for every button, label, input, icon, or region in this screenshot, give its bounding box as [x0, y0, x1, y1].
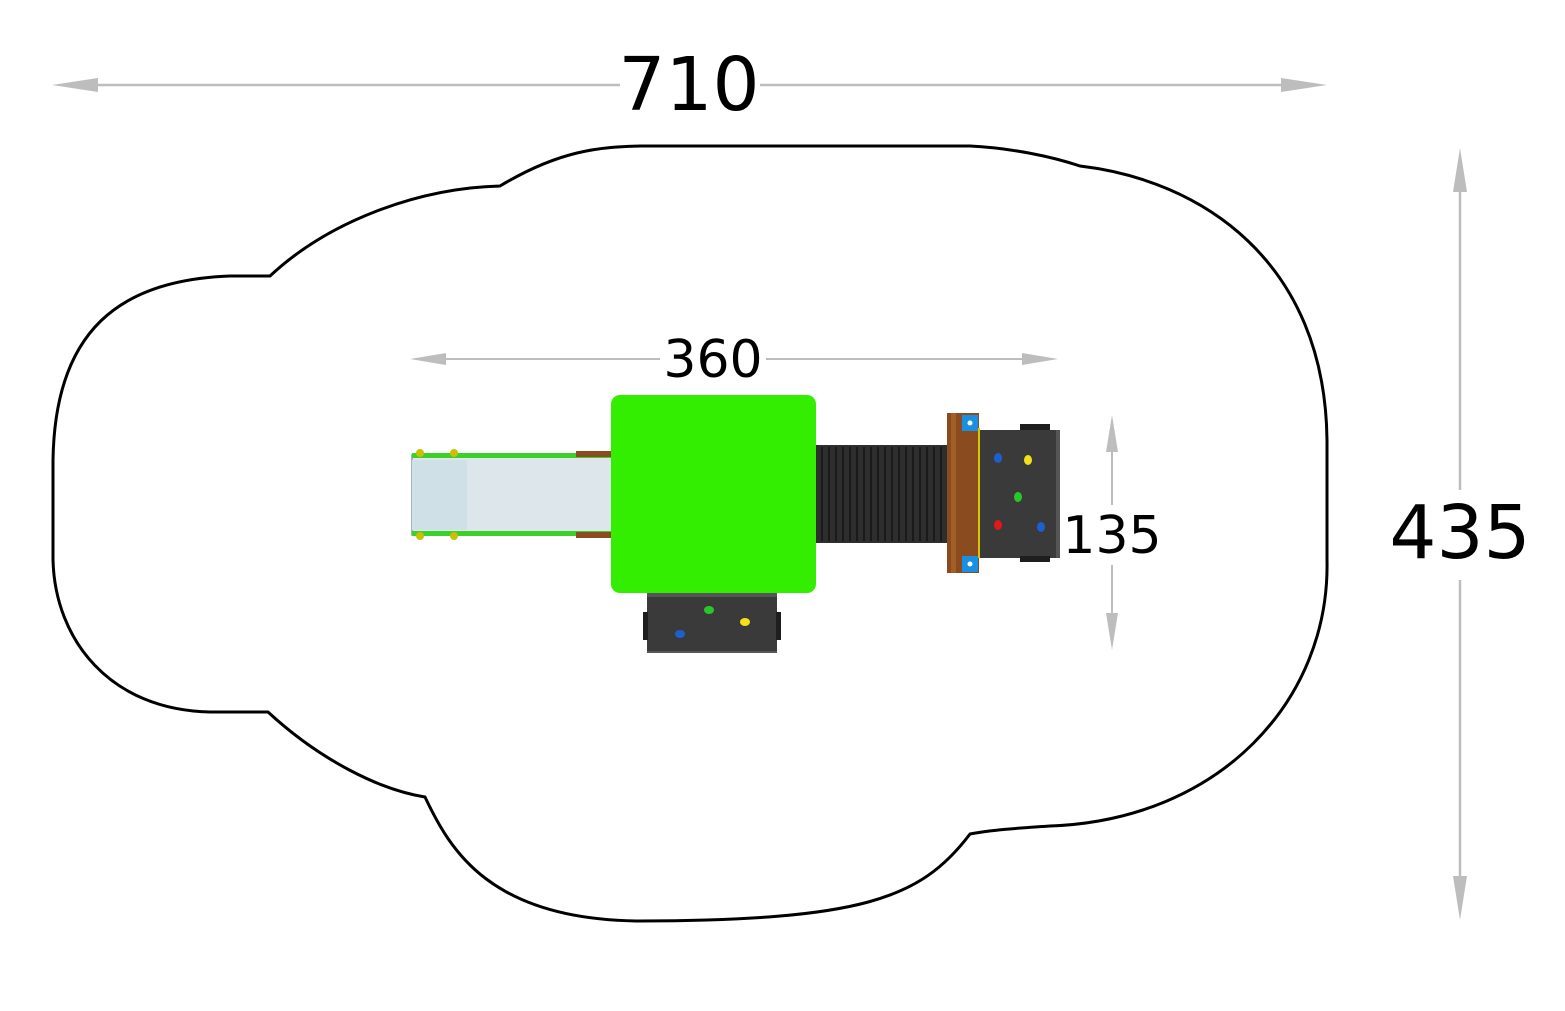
- climbing-hold: [994, 520, 1002, 530]
- arrowhead-top: [1453, 148, 1467, 192]
- structure-width-dimension: 360: [410, 330, 1058, 390]
- climbing-hold: [1014, 492, 1022, 502]
- structure-depth-label: 135: [1062, 506, 1161, 566]
- climbing-hold: [740, 618, 750, 626]
- slide-rim-top: [412, 453, 612, 458]
- slide: [411, 449, 613, 540]
- climbing-hold: [1037, 522, 1045, 532]
- right-tower: [947, 413, 980, 573]
- arrowhead-bottom: [1453, 876, 1467, 920]
- overall-depth-dimension: 435: [1389, 148, 1531, 920]
- overall-width-dimension: 710: [52, 42, 1327, 128]
- climbing-hold: [994, 453, 1002, 463]
- safety-zone-outline: [51, 144, 1329, 923]
- slide-rim-bottom: [412, 531, 612, 536]
- overall-width-label: 710: [618, 42, 759, 128]
- arrowhead-left: [52, 78, 98, 92]
- climbing-hold: [675, 630, 685, 638]
- right-climbing-wall: [980, 424, 1060, 562]
- lower-climbing-wall: [643, 593, 781, 653]
- overall-depth-label: 435: [1389, 490, 1530, 576]
- climbing-hold: [1024, 455, 1032, 465]
- structure-width-label: 360: [663, 330, 762, 390]
- structure-depth-dimension: 135: [1062, 415, 1162, 650]
- climbing-hold: [704, 606, 714, 614]
- arrowhead-right: [1281, 78, 1327, 92]
- platform-roof: [611, 395, 816, 593]
